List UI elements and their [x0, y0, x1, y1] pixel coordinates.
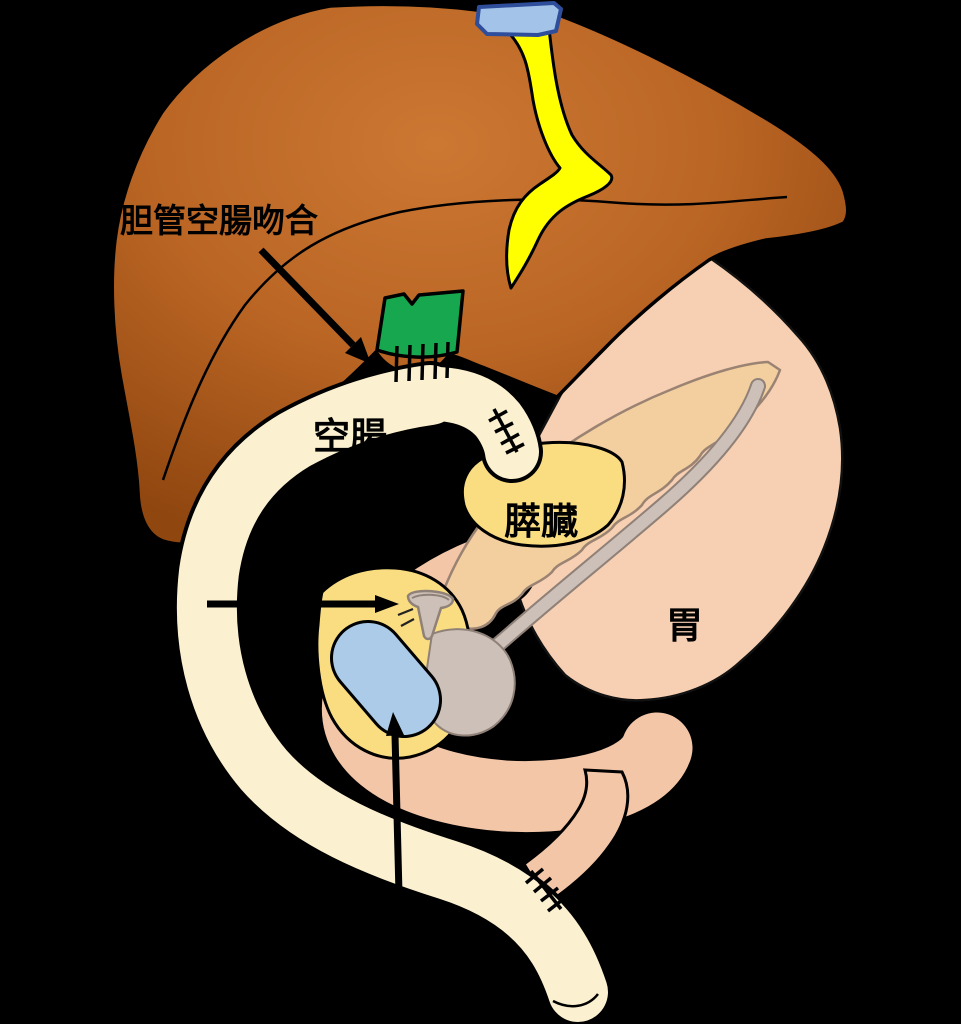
annotation-arrows	[207, 247, 404, 895]
falciform-ligament	[504, 26, 614, 290]
pancreatic-stent	[330, 620, 442, 738]
stent-arrow	[386, 712, 404, 895]
duct-opening-funnel	[406, 589, 455, 641]
jejunal-stump-staple-line	[488, 408, 525, 455]
gastrojejunostomy-sutures	[524, 867, 568, 913]
hepaticojejunostomy-sutures	[394, 341, 450, 383]
vena-cava-stump	[475, 1, 563, 37]
bile-duct-anastomosis-arrow	[258, 247, 371, 364]
jejunum-cut-end-fold	[552, 993, 599, 1008]
label-pancreas: 膵臓	[504, 500, 578, 543]
label-biliary-jejunal-anastomosis: 胆管空腸吻合	[120, 201, 318, 240]
duct-suture-ticks	[397, 607, 415, 627]
duct-opening-arrow	[207, 595, 399, 613]
liver-lobe-line	[161, 195, 788, 481]
label-stomach: 胃	[666, 604, 703, 647]
bile-duct-stump	[375, 289, 465, 359]
label-jejunum: 空腸	[313, 415, 387, 458]
pancreatic-duct	[397, 378, 766, 737]
